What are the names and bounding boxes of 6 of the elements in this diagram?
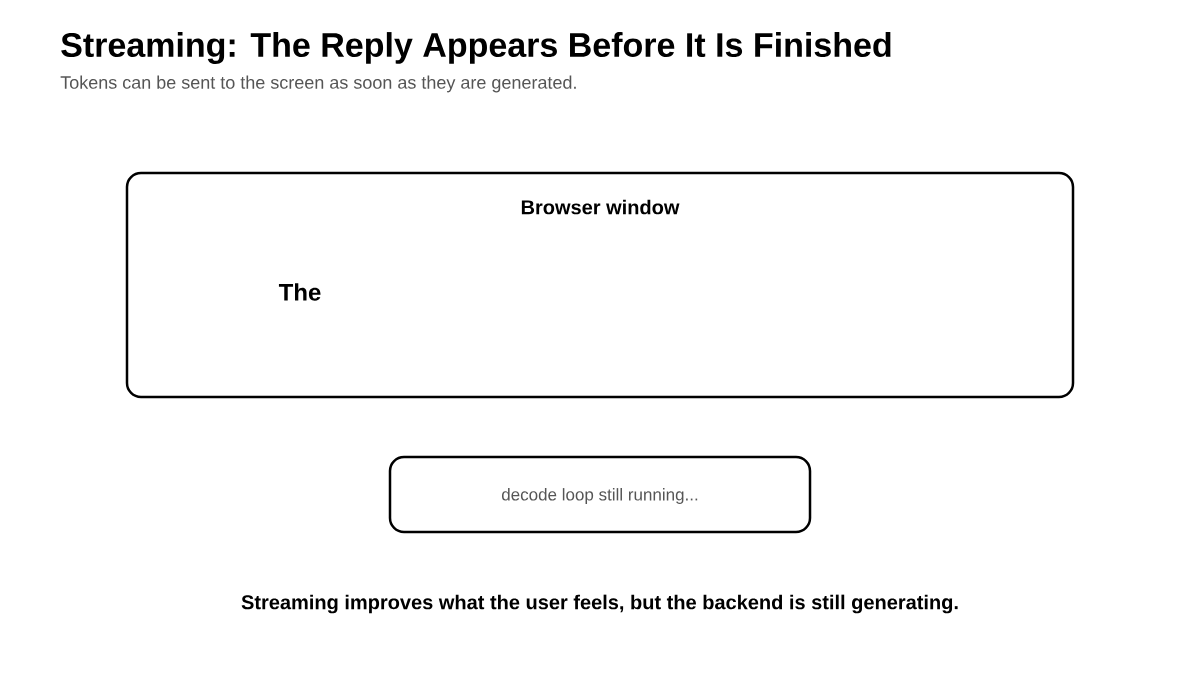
subtitle: Tokens can be sent to the screen as soon as they are generated. <box>60 75 576 93</box>
caption: Streaming improves what the user feels, but the backend is still generating. <box>241 594 958 614</box>
heading-text: Browser window <box>521 199 680 215</box>
status-text: decode loop still running... <box>501 488 698 504</box>
token-text: The <box>278 283 321 301</box>
title: Streaming: The Reply Appears Before It Is Finished <box>61 32 891 64</box>
